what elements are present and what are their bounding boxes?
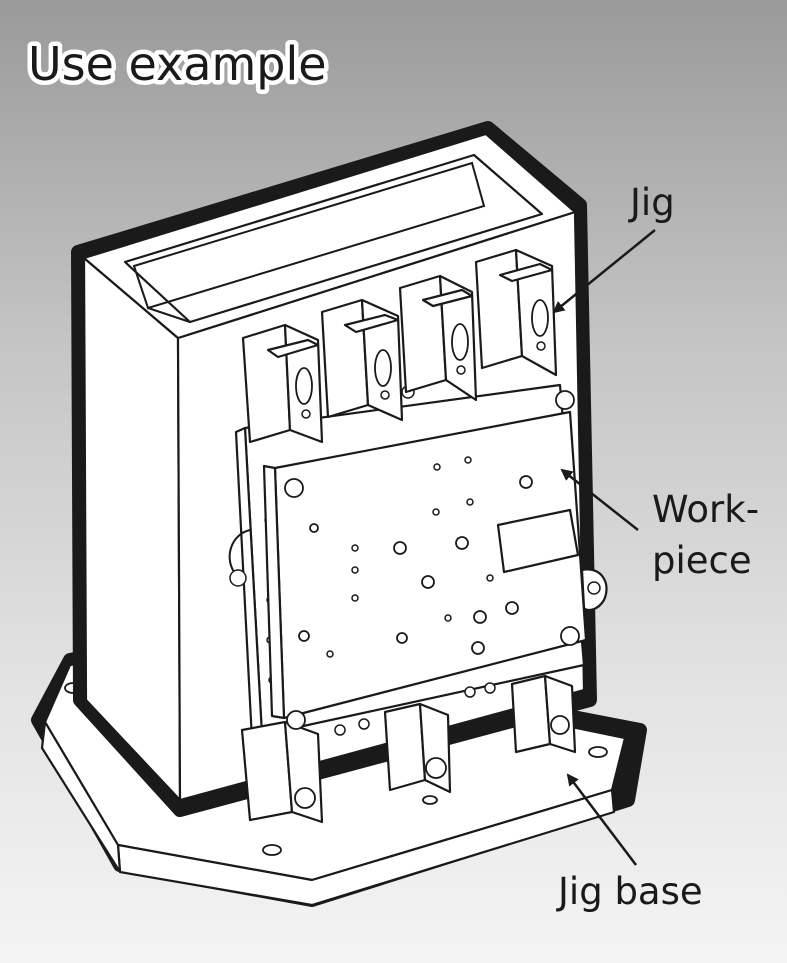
lower-jig-3 [510, 674, 577, 754]
label-jig: Jig [628, 181, 675, 224]
lower-jig-2 [383, 702, 452, 794]
upper-jigs [241, 248, 558, 444]
lower-jig-1 [240, 720, 324, 824]
label-jig-base: Jig base [556, 870, 703, 913]
jig-1 [241, 323, 324, 444]
label-workpiece-line2: piece [652, 539, 752, 582]
label-workpiece-line1: Work- [652, 488, 759, 531]
jig-2 [320, 298, 415, 422]
jig-3 [398, 274, 478, 402]
jig-4 [474, 248, 558, 377]
lower-jigs [240, 674, 577, 824]
arrow-jig [552, 229, 656, 314]
diagram-title: Use example [28, 37, 327, 91]
workpiece [262, 390, 588, 730]
arrow-jig-base [566, 773, 637, 866]
arrow-workpiece [560, 468, 639, 531]
